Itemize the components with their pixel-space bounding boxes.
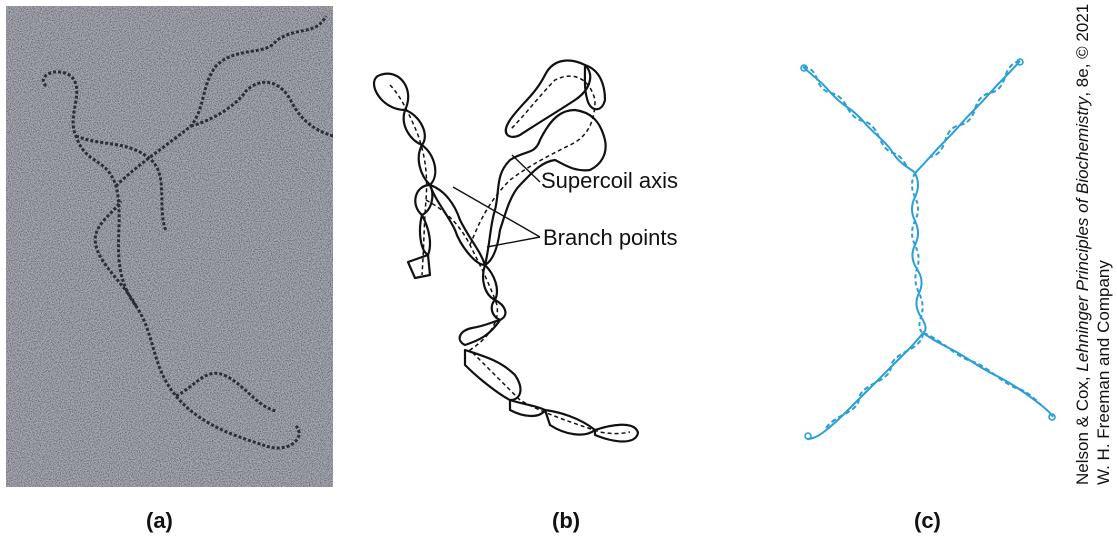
model-svg xyxy=(800,58,1056,440)
supercoil-axis-dashed xyxy=(389,75,631,435)
supercoil-model-diagram xyxy=(795,55,1060,445)
annotation-leader-lines xyxy=(452,154,541,248)
tracing-svg xyxy=(373,59,640,443)
blue-helix-strands xyxy=(802,60,1054,440)
credit-line-1: Nelson & Cox, Lehninger Principles of Bi… xyxy=(1072,3,1093,485)
panel-label-b: (b) xyxy=(552,508,581,533)
credit-book-title: Lehninger Principles of Biochemistry xyxy=(1073,96,1092,372)
credit-line-2: W. H. Freeman and Company xyxy=(1094,260,1113,485)
credit-authors: Nelson & Cox, xyxy=(1073,371,1092,485)
strand-end-loops xyxy=(800,58,1056,440)
supercoil-axis-label: Supercoil axis xyxy=(541,168,678,193)
supercoil-outline xyxy=(373,59,640,443)
micrograph-image xyxy=(6,6,334,487)
branch-points-label: Branch points xyxy=(543,225,678,250)
electron-micrograph xyxy=(6,6,334,487)
panel-label-a: (a) xyxy=(146,508,173,533)
panel-label-c: (c) xyxy=(914,508,941,533)
copyright-credit: Nelson & Cox, Lehninger Principles of Bi… xyxy=(1072,3,1114,485)
credit-edition: , 8e, © 2021 xyxy=(1073,3,1092,97)
supercoil-tracing-drawing xyxy=(360,40,660,460)
dna-strand-micrograph xyxy=(42,15,334,450)
